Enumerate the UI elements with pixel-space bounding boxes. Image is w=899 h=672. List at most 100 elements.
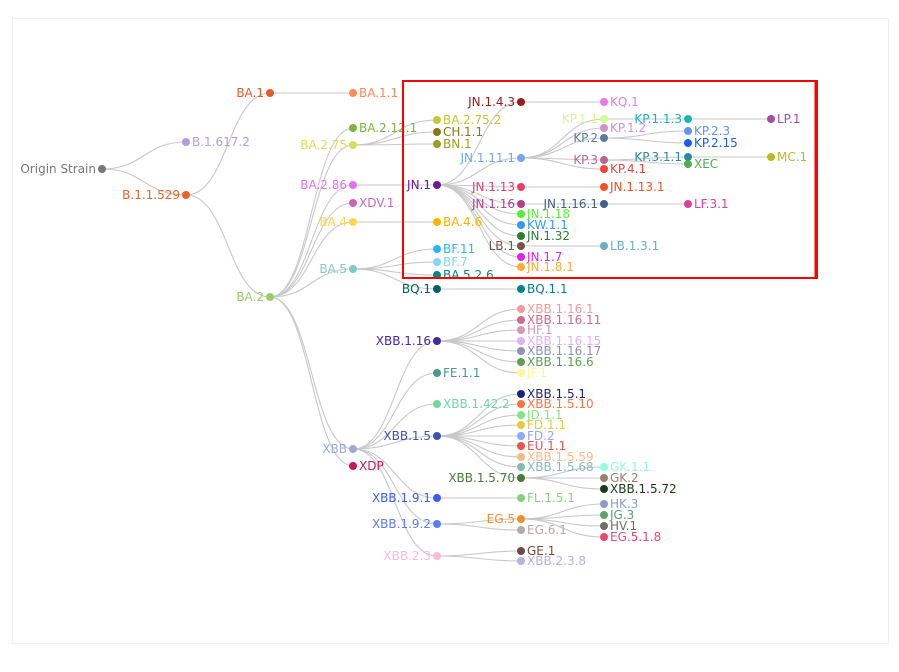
- node-lf-3-1[interactable]: LF.3.1: [684, 197, 729, 211]
- node-dot[interactable]: [684, 127, 692, 135]
- node-jn-1[interactable]: JN.1: [406, 178, 441, 192]
- node-xbb-1-16-1[interactable]: XBB.1.16.1: [517, 302, 594, 316]
- node-xbb-1-9-1[interactable]: XBB.1.9.1: [372, 491, 441, 505]
- node-ba-2-75[interactable]: BA.2.75: [300, 138, 357, 152]
- node-dot[interactable]: [433, 552, 441, 560]
- node-dot[interactable]: [600, 165, 608, 173]
- node-kp-1-2[interactable]: KP.1.2: [600, 121, 646, 135]
- node-xbb-1-16-6[interactable]: XBB.1.16.6: [517, 355, 594, 369]
- node-jd-1-1[interactable]: JD.1.1: [517, 408, 563, 422]
- node-dot[interactable]: [517, 183, 525, 191]
- node-eg-5[interactable]: EG.5: [487, 512, 525, 526]
- node-xdp[interactable]: XDP: [349, 459, 384, 473]
- node-dot[interactable]: [349, 218, 357, 226]
- node-gk-1-1[interactable]: GK.1.1: [600, 460, 650, 474]
- node-dot[interactable]: [517, 358, 525, 366]
- node-dot[interactable]: [349, 199, 357, 207]
- node-xbb[interactable]: XBB: [322, 442, 357, 456]
- node-kp-3[interactable]: KP.3: [573, 153, 608, 167]
- node-ba-5[interactable]: BA.5: [319, 262, 357, 276]
- node-dot[interactable]: [517, 305, 525, 313]
- node-hv-1[interactable]: HV.1: [600, 519, 637, 533]
- node-xbb-1-42-2[interactable]: XBB.1.42.2: [433, 397, 510, 411]
- node-dot[interactable]: [517, 347, 525, 355]
- node-dot[interactable]: [433, 520, 441, 528]
- node-dot[interactable]: [266, 293, 274, 301]
- node-xbb-2-3-8[interactable]: XBB.2.3.8: [517, 554, 586, 568]
- node-dot[interactable]: [349, 141, 357, 149]
- node-dot[interactable]: [600, 242, 608, 250]
- node-dot[interactable]: [517, 210, 525, 218]
- node-dot[interactable]: [600, 124, 608, 132]
- node-eg-5-1-8[interactable]: EG.5.1.8: [600, 530, 661, 544]
- node-xbb-1-9-2[interactable]: XBB.1.9.2: [372, 517, 441, 531]
- node-dot[interactable]: [684, 153, 692, 161]
- node-jg-3[interactable]: JG.3: [600, 508, 634, 522]
- node-jn-1-7[interactable]: JN.1.7: [517, 250, 562, 264]
- node-dot[interactable]: [600, 463, 608, 471]
- node-hf-1[interactable]: HF.1: [517, 323, 552, 337]
- node-kp-1-1[interactable]: KP.1.1: [562, 112, 608, 126]
- node-xbb-1-5-10[interactable]: XBB.1.5.10: [517, 397, 594, 411]
- node-xbb-1-5-1[interactable]: XBB.1.5.1: [517, 387, 586, 401]
- node-bn-1[interactable]: BN.1: [433, 137, 472, 151]
- node-fd-1-1[interactable]: FD.1.1: [517, 418, 566, 432]
- node-dot[interactable]: [182, 191, 190, 199]
- node-dot[interactable]: [517, 547, 525, 555]
- node-kp-2[interactable]: KP.2: [573, 131, 608, 145]
- node-b-1-617-2[interactable]: B.1.617.2: [182, 135, 250, 149]
- node-dot[interactable]: [349, 462, 357, 470]
- node-jf-1[interactable]: JF.1: [517, 366, 547, 380]
- node-dot[interactable]: [433, 245, 441, 253]
- node-xec[interactable]: XEC: [684, 157, 718, 171]
- node-ge-1[interactable]: GE.1: [517, 544, 555, 558]
- node-bq-1-1[interactable]: BQ.1.1: [517, 282, 568, 296]
- node-bf-11[interactable]: BF.11: [433, 242, 475, 256]
- node-fe-1-1[interactable]: FE.1.1: [433, 366, 480, 380]
- node-dot[interactable]: [600, 474, 608, 482]
- node-dot[interactable]: [433, 494, 441, 502]
- node-dot[interactable]: [767, 153, 775, 161]
- node-dot[interactable]: [182, 138, 190, 146]
- node-dot[interactable]: [600, 156, 608, 164]
- node-dot[interactable]: [517, 432, 525, 440]
- node-dot[interactable]: [517, 557, 525, 565]
- node-dot[interactable]: [600, 98, 608, 106]
- node-eu-1-1[interactable]: EU.1.1: [517, 439, 566, 453]
- node-dot[interactable]: [517, 337, 525, 345]
- node-dot[interactable]: [517, 474, 525, 482]
- node-origin-strain[interactable]: Origin Strain: [20, 162, 106, 176]
- node-dot[interactable]: [517, 442, 525, 450]
- node-ch-1-1[interactable]: CH.1.1: [433, 125, 483, 139]
- node-jn-1-11-1[interactable]: JN.1.11.1: [460, 151, 526, 165]
- node-dot[interactable]: [517, 515, 525, 523]
- node-kp-3-1-1[interactable]: KP.3.1.1: [634, 150, 692, 164]
- node-kp-2-3[interactable]: KP.2.3: [684, 124, 730, 138]
- node-xbb-1-16-11[interactable]: XBB.1.16.11: [517, 313, 601, 327]
- node-dot[interactable]: [433, 140, 441, 148]
- node-dot[interactable]: [98, 165, 106, 173]
- node-jn-1-18[interactable]: JN.1.18: [517, 207, 570, 221]
- node-dot[interactable]: [517, 526, 525, 534]
- node-kq-1[interactable]: KQ.1: [600, 95, 639, 109]
- node-bf-7[interactable]: BF.7: [433, 255, 468, 269]
- node-gk-2[interactable]: GK.2: [600, 471, 639, 485]
- node-jn-1-13[interactable]: JN.1.13: [471, 180, 525, 194]
- node-fd-2[interactable]: FD.2: [517, 429, 555, 443]
- node-xbb-1-16-17[interactable]: XBB.1.16.17: [517, 344, 601, 358]
- node-dot[interactable]: [433, 128, 441, 136]
- node-kp-2-15[interactable]: KP.2.15: [684, 136, 738, 150]
- node-dot[interactable]: [600, 115, 608, 123]
- node-dot[interactable]: [517, 326, 525, 334]
- node-dot[interactable]: [684, 139, 692, 147]
- node-dot[interactable]: [600, 511, 608, 519]
- node-ba-2-12-1[interactable]: BA.2.12.1: [349, 121, 417, 135]
- node-kp-1-1-3[interactable]: KP.1.1.3: [634, 112, 692, 126]
- node-dot[interactable]: [517, 200, 525, 208]
- node-dot[interactable]: [349, 265, 357, 273]
- node-dot[interactable]: [767, 115, 775, 123]
- node-dot[interactable]: [517, 390, 525, 398]
- node-dot[interactable]: [517, 421, 525, 429]
- node-dot[interactable]: [433, 400, 441, 408]
- node-bq-1[interactable]: BQ.1: [402, 282, 441, 296]
